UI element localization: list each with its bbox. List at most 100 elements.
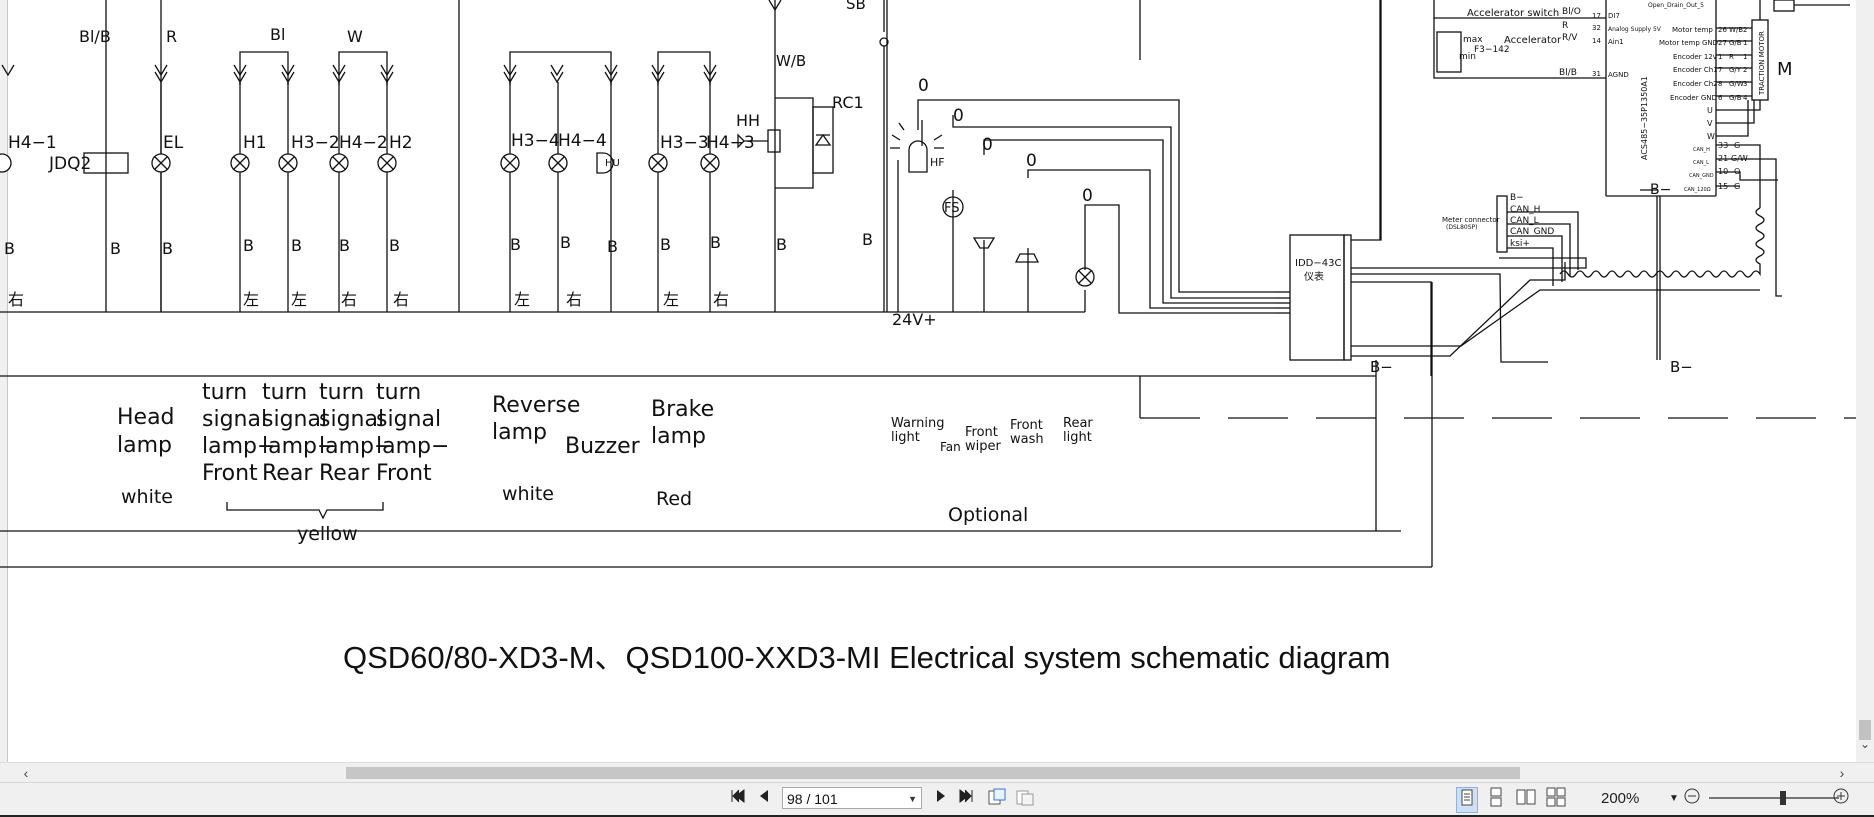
label-h4-2: H4−2 — [339, 133, 388, 153]
label-h3-3: H3−3 — [660, 133, 709, 153]
next-page-icon[interactable] — [931, 787, 951, 811]
label-h3-4: H3−4 — [511, 131, 560, 151]
motor-pin-r: 1 — [1743, 53, 1747, 61]
horizontal-scroll-thumb[interactable] — [346, 767, 1520, 779]
label-idd43c: IDD−43C — [1295, 258, 1341, 269]
label-24v: 24V+ — [892, 310, 937, 329]
label-hf: HF — [930, 156, 945, 169]
legend-turn-signal: signal — [202, 407, 267, 432]
label-sb: SB — [846, 0, 866, 13]
zoom-out-icon[interactable] — [1682, 787, 1702, 811]
continuous-icon[interactable] — [1486, 787, 1506, 811]
label-instrument-cn: 仪表 — [1304, 270, 1324, 283]
wire-b: B — [243, 236, 254, 255]
label-h4-4: H4−4 — [558, 131, 607, 151]
chevron-down-icon[interactable]: ▼ — [908, 794, 917, 804]
motor-row: Encoder Ch2 — [1673, 80, 1718, 88]
legend-buzzer: Buzzer — [565, 434, 641, 459]
motor-pin-r: 3 — [1743, 80, 1747, 88]
motor-row: Motor temp — [1672, 26, 1713, 34]
vertical-scroll-thumb[interactable] — [1859, 720, 1871, 740]
chevron-down-icon[interactable]: ▼ — [1669, 793, 1679, 804]
legend-reverse-2: lamp — [492, 420, 547, 445]
viewer-toolbar: 98 / 101 ▼ 200% ▼ — [0, 782, 1874, 816]
can-row: CAN_L — [1693, 160, 1709, 166]
legend-reverse-color: white — [502, 483, 554, 505]
page-number-input[interactable]: 98 / 101 ▼ — [782, 787, 922, 809]
wire-label-0: 0 — [982, 135, 993, 155]
legend-turn-lamp: lamp− — [319, 434, 392, 459]
wire-b: B — [110, 239, 121, 258]
motor-pin: 26 — [1718, 26, 1727, 34]
legend-head-2: lamp — [117, 433, 172, 458]
zoom-slider[interactable] — [1709, 797, 1839, 799]
wire-label-w-b: W/B — [776, 52, 806, 70]
motor-pin-r: 2 — [1743, 66, 1747, 74]
document-viewport[interactable]: Bl/B R Bl W — [0, 0, 1874, 762]
label-h4-1: H4−1 — [8, 133, 57, 153]
scroll-down-icon[interactable]: ⌄ — [1859, 737, 1871, 751]
label-el: EL — [163, 133, 184, 153]
wire-label-w: W — [347, 27, 363, 46]
pin-num: 32 — [1592, 24, 1601, 32]
zoom-slider-handle[interactable] — [1780, 791, 1786, 805]
scroll-right-icon[interactable]: › — [1839, 765, 1845, 781]
wire-b: B — [710, 233, 721, 252]
f3-label: F3−142 — [1474, 45, 1510, 55]
last-page-icon[interactable] — [956, 787, 976, 811]
meter-row: ksi+ — [1510, 239, 1530, 249]
wire-bl-b: Bl/B — [1559, 68, 1577, 78]
label-h3-2: H3−2 — [291, 133, 340, 153]
vertical-scrollbar[interactable]: ⌄ — [1856, 0, 1874, 762]
legend-turn-signal: signal — [262, 407, 327, 432]
window-bottom-edge — [0, 815, 1874, 817]
legend-yellow: yellow — [297, 523, 358, 545]
motor-row: Encoder Ch1 — [1673, 66, 1718, 74]
min-label: min — [1459, 52, 1476, 62]
prev-page-icon[interactable] — [754, 787, 774, 811]
zoom-in-icon[interactable] — [1831, 787, 1851, 811]
uvw-label: W — [1707, 132, 1715, 141]
motor-row: Encoder GND — [1670, 94, 1717, 102]
label-jdq2: JDQ2 — [48, 154, 91, 174]
accel-switch-label: Accelerator switch — [1467, 8, 1559, 19]
legend-warning-2: light — [891, 430, 920, 445]
scroll-left-icon[interactable]: ‹ — [23, 765, 29, 781]
zoom-level[interactable]: 200% — [1601, 790, 1640, 807]
motor-wire: R — [1729, 53, 1734, 61]
motor-pin: 7 — [1718, 66, 1722, 74]
motor-pin: 6 — [1718, 94, 1723, 102]
wire-b: B — [162, 239, 173, 258]
open-drain-label: Open_Drain_Out_5 — [1648, 2, 1704, 9]
two-page-icon[interactable] — [1516, 787, 1536, 811]
mark-left: 左 — [514, 290, 530, 309]
label-hu: HU — [605, 158, 620, 169]
motor-pin: 1 — [1718, 53, 1722, 61]
legend-turn-rear: Rear — [319, 461, 370, 486]
legend-front-wash-1: Front — [1010, 418, 1043, 433]
motor-wire: G/B — [1729, 94, 1742, 102]
legend-brake-color: Red — [656, 488, 692, 510]
two-page-continuous-icon[interactable] — [1546, 787, 1566, 811]
wire-label-0: 0 — [953, 106, 964, 126]
legend-head-1: Head — [117, 405, 175, 430]
wire-b: B — [4, 239, 15, 258]
legend-turn-signal: signal — [319, 407, 384, 432]
wire-b-minus: B− — [1650, 182, 1671, 198]
legend-fan: Fan — [940, 440, 961, 454]
first-page-icon[interactable] — [728, 787, 748, 811]
mark-left: 左 — [243, 290, 259, 309]
legend-front-wiper-2: wiper — [965, 439, 1001, 454]
copy-icon[interactable] — [987, 787, 1007, 811]
legend-turn-rear: Rear — [262, 461, 313, 486]
single-page-icon[interactable] — [1456, 787, 1478, 813]
motor-pin-r: 2 — [1743, 26, 1747, 34]
legend-warning-1: Warning — [891, 416, 944, 431]
wire-r: R — [1562, 21, 1568, 31]
meter-row: CAN_GND — [1510, 227, 1554, 237]
wire-b: B — [660, 235, 671, 254]
wire-label-bl-b: Bl/B — [79, 27, 111, 46]
legend-turn: turn — [202, 380, 247, 405]
horizontal-scrollbar[interactable]: ‹ › — [0, 762, 1874, 783]
paste-icon[interactable] — [1015, 787, 1035, 811]
